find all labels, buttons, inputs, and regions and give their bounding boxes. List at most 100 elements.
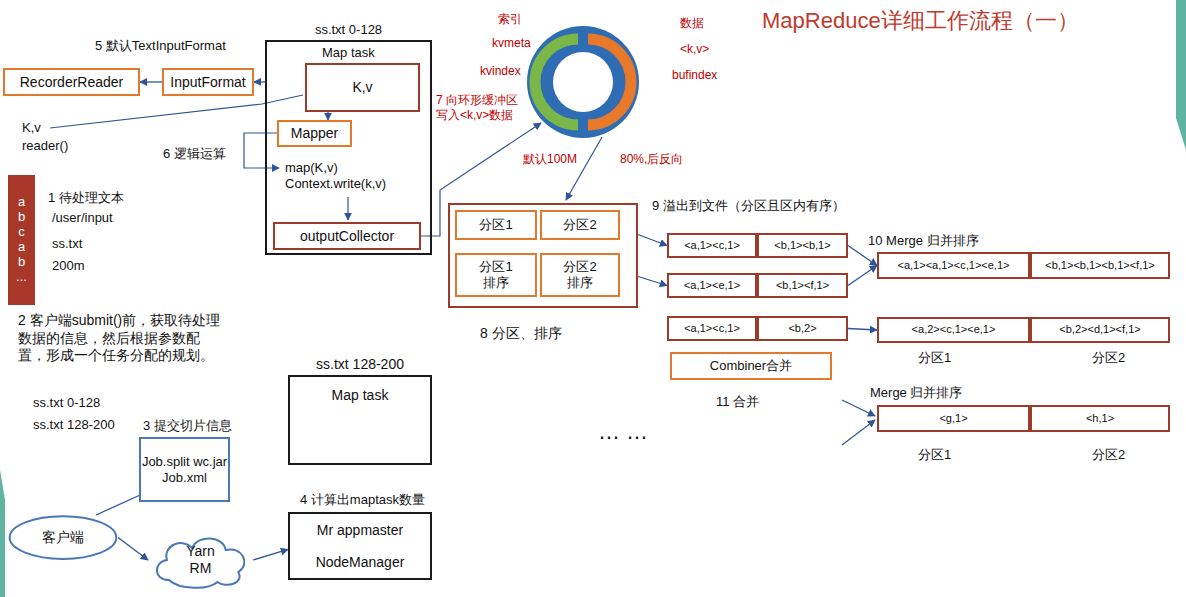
connector	[638, 235, 667, 246]
client-ellipse: 客户端	[8, 515, 118, 560]
node-text: <a,1><e,1>	[684, 279, 740, 292]
ellipse-shape	[10, 516, 117, 559]
connector	[140, 81, 162, 82]
kv-box: K,v	[305, 63, 420, 112]
annotation: 分区2	[1092, 350, 1125, 366]
node-text: ss.txt 128-200	[290, 356, 430, 373]
node-text: 分区2	[563, 217, 596, 233]
annotation: Merge 归并排序	[870, 385, 962, 401]
partition-group: 8 分区、排序分区1分区2分区1 排序分区2 排序	[448, 203, 638, 308]
node-text: Yarn RM	[181, 543, 221, 577]
node-text: map(K,v) Context.write(k,v)	[285, 160, 425, 191]
node-text: 客户端	[42, 529, 84, 546]
spill-arrow	[566, 137, 602, 200]
map-task-box: ss.txt 0-128Map taskmap(K,v) Context.wri…	[265, 40, 432, 255]
node-text: NodeManager	[316, 554, 405, 571]
inputformat-box: InputFormat	[162, 68, 254, 96]
map-task-box: ss.txt 128-200Map task	[288, 375, 432, 465]
node-text: ss.txt 0-128	[267, 22, 430, 38]
node-text: Job.split wc.jar Job.xml	[141, 454, 228, 485]
node-text: 分区1	[479, 217, 512, 233]
ring-center	[553, 52, 613, 112]
annotation: 2 客户端submit()前，获取待处理数据的信息，然后根据参数配置，形成一个任…	[18, 312, 223, 365]
reader-box: RecorderReader	[3, 68, 140, 96]
annotation: 分区1	[918, 447, 951, 463]
ring-buffer	[527, 26, 639, 138]
connector	[253, 549, 288, 560]
node-text: <b,1><b,1>	[774, 239, 830, 252]
partition-box: 分区1	[455, 210, 537, 240]
merged-box: <h,1>	[1030, 405, 1170, 432]
annotation: 9 溢出到文件（分区且区内有序）	[652, 198, 845, 214]
annotation: /user/input	[52, 210, 113, 226]
annotation: ss.txt	[52, 236, 82, 252]
node-text: Mapper	[291, 125, 338, 142]
merged-box: <b,1><b,1><b,1><f,1>	[1030, 252, 1170, 279]
annotation: bufindex	[672, 68, 717, 83]
connector	[848, 246, 877, 266]
spill-box: <b,1><b,1>	[757, 233, 848, 258]
combiner-box: Combiner合并	[670, 352, 832, 380]
node-text: <a,1><c,1>	[684, 322, 740, 335]
node-text: <b,2>	[788, 322, 816, 335]
node-text: K,v	[352, 79, 372, 96]
annotation: kvmeta	[492, 36, 531, 51]
node-text: 8 分区、排序	[480, 325, 562, 342]
annotation: 数据	[680, 16, 704, 31]
node-text: <b,2><d,1><f,1>	[1059, 323, 1140, 336]
node-text: outputCollector	[300, 228, 394, 245]
merged-box: <b,2><d,1><f,1>	[1030, 317, 1170, 343]
connector	[327, 112, 328, 120]
connector	[118, 538, 148, 561]
spill-box: <a,1><c,1>	[667, 316, 757, 341]
connector	[254, 81, 265, 82]
annotation: ss.txt 128-200	[33, 417, 115, 433]
connector	[848, 329, 877, 331]
node-text: 分区1 排序	[475, 259, 517, 290]
frame-strip	[0, 470, 5, 597]
mapper-box: Mapper	[277, 120, 352, 147]
annotation: 分区1	[918, 350, 951, 366]
node-text: RecorderReader	[20, 74, 124, 91]
partition-box: 分区2	[540, 210, 620, 240]
yarn-cloud: Yarn RM	[148, 530, 253, 590]
node-text: InputFormat	[170, 74, 245, 91]
sort-box: 分区1 排序	[455, 253, 537, 297]
annotation: reader()	[22, 138, 68, 154]
appmaster-box: Mr appmasterNodeManager	[288, 512, 432, 580]
node-text: 分区2 排序	[559, 259, 601, 290]
node-text: <g,1>	[939, 412, 967, 425]
annotation: 11 合并	[716, 394, 759, 410]
annotation: ss.txt 0-128	[33, 395, 100, 411]
annotation: 200m	[52, 258, 85, 274]
annotation: 默认100M	[523, 152, 577, 167]
connector	[96, 496, 139, 516]
node-text: <b,1><f,1>	[776, 279, 829, 292]
spill-box: <b,2>	[757, 316, 848, 341]
merged-box: <a,1><a,1><c,1><e,1>	[877, 252, 1030, 279]
node-text: Mr appmaster	[317, 522, 403, 539]
annotation: kvindex	[480, 64, 521, 79]
collector-box: outputCollector	[273, 222, 421, 250]
annotation: K,v	[22, 120, 41, 136]
logic-bracket	[244, 133, 279, 168]
frame-strip	[1176, 0, 1186, 150]
spill-box: <a,1><e,1>	[667, 273, 757, 298]
node-text: Map task	[322, 45, 375, 61]
spill-box: <a,1><c,1>	[667, 233, 757, 258]
job-files-box: Job.split wc.jar Job.xml	[139, 437, 230, 502]
input-file: a b c a b ...	[8, 175, 35, 305]
annotation: 7 向环形缓冲区写入<k,v>数据	[436, 93, 522, 123]
annotation: 3 提交切片信息	[143, 418, 232, 434]
cloud-shape	[157, 538, 244, 587]
annotation: 分区2	[1092, 447, 1125, 463]
connector	[848, 266, 877, 286]
connector	[638, 277, 667, 286]
annotation: 10 Merge 归并排序	[868, 233, 979, 249]
sort-box: 分区2 排序	[540, 253, 620, 297]
annotation: 4 计算出maptask数量	[300, 492, 425, 508]
annotation: 5 默认TextInputFormat	[95, 38, 226, 54]
node-text: a b c a b ...	[14, 195, 30, 285]
annotation: 索引	[498, 12, 522, 27]
